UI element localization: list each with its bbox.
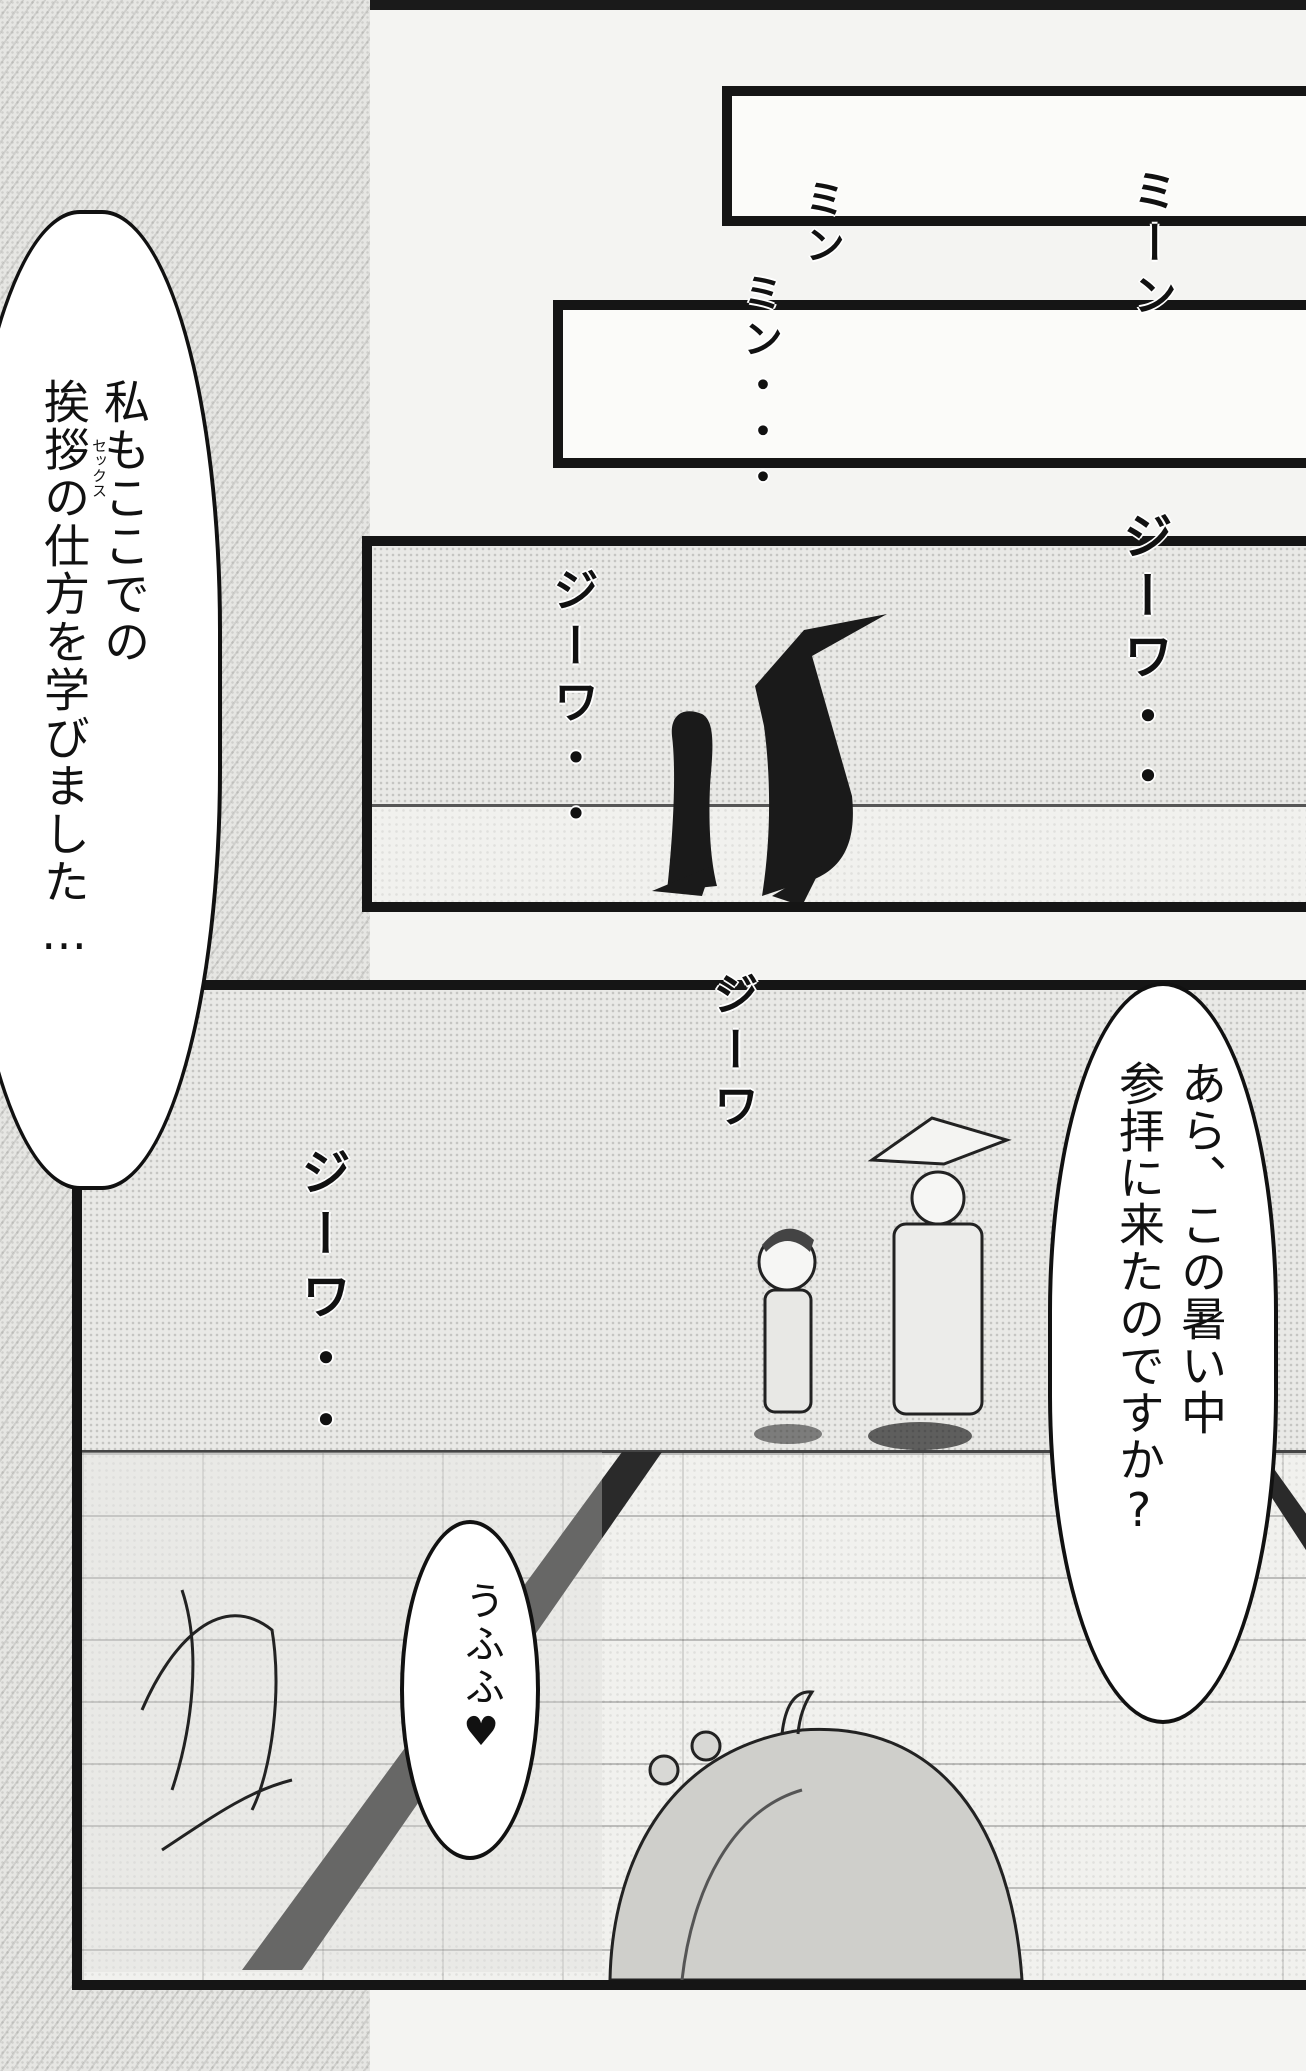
sfx-cicada-1: ミーン bbox=[1125, 168, 1176, 324]
girl-head-foreground bbox=[608, 1690, 1024, 1980]
speech-balloon-small bbox=[400, 1520, 540, 1860]
sfx-cicada-4: ジーワ・・ bbox=[1115, 510, 1173, 810]
sfx-cicada-3: ミン・・・ bbox=[736, 272, 782, 502]
silhouette-figures bbox=[652, 614, 887, 902]
shrine-scene bbox=[82, 1116, 1306, 1980]
top-border bbox=[0, 0, 1306, 10]
panel-silhouettes bbox=[362, 536, 1306, 912]
sfx-cicada-2: ミン bbox=[798, 178, 844, 270]
panel-sky-2 bbox=[553, 300, 1306, 468]
sfx-cicada-5: ジーワ・・ bbox=[546, 566, 600, 846]
panel-sky-1 bbox=[722, 86, 1306, 226]
boy-figure bbox=[754, 1228, 822, 1444]
sfx-cicada-6: ジーワ bbox=[706, 970, 760, 1138]
sfx-cicada-7: ジーワ・・ bbox=[293, 1146, 351, 1456]
straw-hat-man-figure bbox=[867, 1116, 1012, 1450]
speech-text-small: うふふ♥ bbox=[458, 1580, 504, 1758]
furigana-ruby: セックス bbox=[90, 438, 108, 498]
speech-text-right: あら、この暑い中 参拝に来たのですか? bbox=[1112, 1060, 1228, 1538]
speech-text-left: 私もここでの 挨拶の仕方を学びました… bbox=[37, 378, 151, 962]
speech-balloon-right bbox=[1048, 982, 1278, 1724]
hand-on-grass bbox=[140, 1589, 293, 1852]
speech-balloon-left bbox=[0, 210, 222, 1190]
